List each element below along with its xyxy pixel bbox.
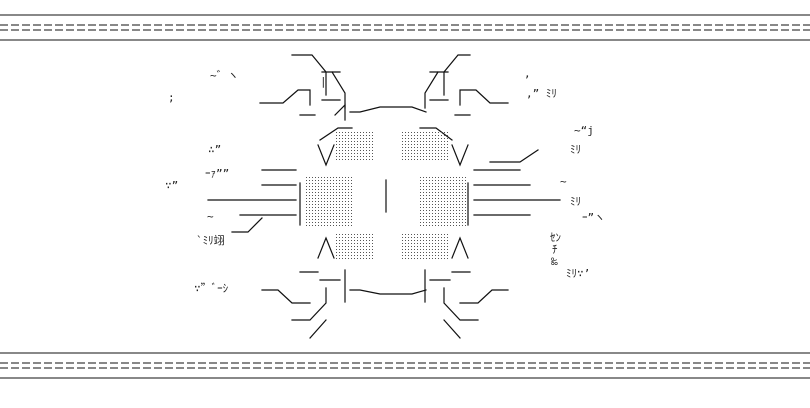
bottom-double-border xyxy=(0,350,810,380)
antenna-top-left xyxy=(291,54,327,96)
antenna-bottom-left-2 xyxy=(291,287,327,321)
scribble-18: ‰ xyxy=(551,255,558,268)
antenna-top-right-4 xyxy=(429,99,471,116)
antenna-top-left-4 xyxy=(299,99,341,116)
shell-bottom xyxy=(349,289,427,295)
antenna-top-right xyxy=(443,54,471,96)
shell-right-lower xyxy=(451,236,469,259)
shell-left-lower xyxy=(317,236,335,259)
leg-right-4 xyxy=(489,149,539,163)
scribble-12: ﾐﾘ xyxy=(570,143,581,156)
scribble-1: ~゛ヽ xyxy=(210,69,239,82)
scribble-6: ~ xyxy=(207,210,214,223)
scribble-10: ,” ﾐﾘ xyxy=(526,87,557,100)
antenna-bottom-left-4 xyxy=(299,271,341,281)
leg-top-left-a xyxy=(334,103,346,121)
antenna-bottom-right xyxy=(459,289,509,304)
scribble-20: | xyxy=(320,75,327,88)
top-double-border xyxy=(0,12,810,42)
scribble-14: ﾐﾘ xyxy=(570,195,581,208)
antenna-bottom-left xyxy=(261,289,311,304)
scribble-3: ∴” xyxy=(208,143,222,156)
antenna-top-right-3 xyxy=(459,89,509,106)
scribble-11: ~“j xyxy=(574,124,594,137)
scribble-5: ｰｧ”” xyxy=(205,167,230,180)
leg-left-4 xyxy=(231,217,263,233)
antenna-bottom-left-3 xyxy=(309,269,346,339)
scribble-2: ; xyxy=(168,91,175,104)
antenna-top-right-2 xyxy=(424,71,449,109)
shell-shading xyxy=(304,130,466,260)
scribble-16: ｾﾝ xyxy=(550,231,561,244)
antenna-bottom-right-2 xyxy=(443,287,479,321)
shell-left-upper xyxy=(317,127,353,167)
antenna-bottom-right-3 xyxy=(424,269,461,339)
antenna-top-left-2 xyxy=(321,71,346,109)
antenna-bottom-right-4 xyxy=(429,271,471,281)
scribble-9: , xyxy=(524,67,531,80)
shell-top xyxy=(349,106,427,113)
scribble-17: ﾁ xyxy=(552,243,558,256)
antenna-top-left-3 xyxy=(259,89,311,106)
scribble-8: ∵”ﾞｰｼ xyxy=(194,282,229,295)
scribble-4: ∵” xyxy=(165,179,179,192)
scribble-7: `ﾐﾘ翊 xyxy=(196,234,225,247)
scribble-13: ~ xyxy=(560,175,567,188)
scribble-15: ｰ”ヽ xyxy=(582,211,606,224)
scribble-19: ﾐﾘ∵’ xyxy=(566,267,591,280)
